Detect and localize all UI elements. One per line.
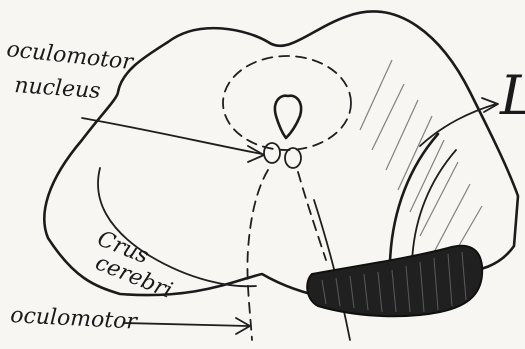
lateral-band-inner	[412, 150, 456, 262]
oculomotor-nucleus-left	[264, 143, 280, 163]
lateral-hatching	[360, 60, 482, 268]
label-oculomotor-nerve: oculomotor	[10, 303, 139, 335]
label-oculomotor-nucleus-line2: nucleus	[14, 73, 102, 104]
label-right-margin: L	[499, 64, 525, 127]
crus-cerebri-lesion	[307, 246, 482, 317]
arrow-oculomotor-nucleus-head	[248, 146, 264, 162]
oculomotor-nucleus-right	[285, 148, 301, 168]
oculomotor-fibres-left	[247, 170, 268, 340]
arrow-oculomotor-nucleus	[82, 118, 262, 154]
arrow-to-L	[420, 104, 496, 146]
cerebral-aqueduct	[275, 96, 301, 138]
oculomotor-fibres-right	[298, 172, 326, 260]
label-oculomotor-nucleus-line1: oculomotor	[5, 37, 135, 75]
arrow-oculomotor-nerve	[124, 323, 248, 326]
